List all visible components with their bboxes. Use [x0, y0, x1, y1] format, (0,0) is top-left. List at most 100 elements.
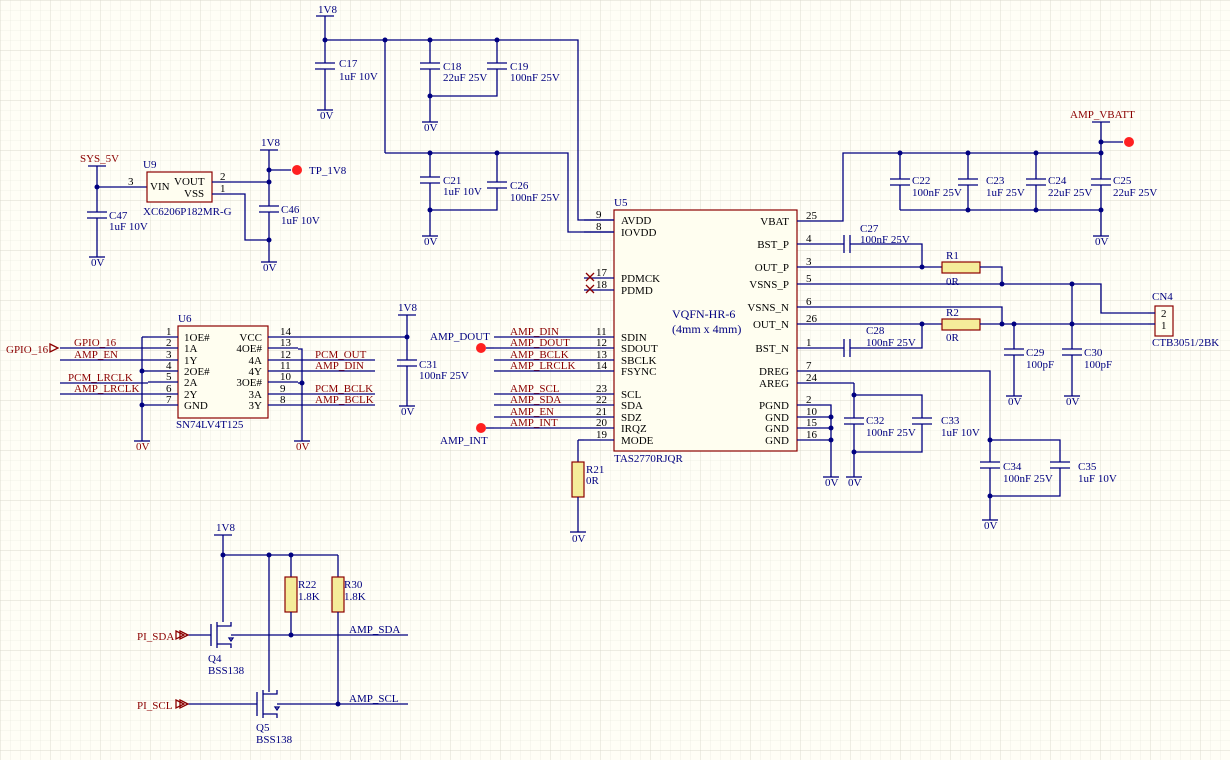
u6-net-pcm-lrclk: PCM_LRCLK [68, 372, 133, 384]
testpoint-icon [476, 423, 486, 433]
u5-pinnum: 21 [596, 406, 607, 418]
gnd-u6-label: 0V [136, 441, 150, 453]
u5-pin-label: GND [765, 435, 789, 447]
c23-ref: C23 [986, 175, 1005, 187]
u6-part: SN74LV4T125 [176, 419, 244, 431]
u6-body [177, 325, 269, 419]
u5-pinnum: 18 [596, 279, 608, 291]
u5-pinnum: 24 [806, 372, 818, 384]
cn4-pin2: 2 [1161, 308, 1167, 320]
q5-part: BSS138 [256, 734, 293, 746]
c25-value: 22uF 25V [1113, 187, 1157, 199]
u5-pinnum: 8 [596, 221, 602, 233]
vbatt-output-group: AMP_VBATT 0V C22 100nF 25V C23 1uF 25V C… [823, 109, 1219, 532]
u5-pinnum: 1 [806, 337, 812, 349]
c29-ref: C29 [1026, 347, 1045, 359]
u5-package-line1: VQFN-HR-6 [672, 307, 735, 321]
cn4-pin1: 1 [1161, 320, 1167, 332]
u6-pin-label: 4A [249, 355, 263, 367]
u5-net-amp-en: AMP_EN [510, 406, 554, 418]
u5-right-pins: 25VBAT4BST_P3OUT_P5VSNS_P6VSNS_N26OUT_N1… [747, 210, 827, 447]
c32-ref: C32 [866, 415, 884, 427]
rail-1v8-u9-label: 1V8 [261, 137, 280, 149]
r21-value: 0R [586, 475, 600, 487]
u5-pinnum: 14 [596, 360, 608, 372]
u5-pin-label: BST_P [757, 239, 789, 251]
u5-package-line2: (4mm x 4mm) [672, 322, 741, 336]
c30-ref: C30 [1084, 347, 1103, 359]
port-pi-sda: PI_SDA [137, 631, 174, 643]
u5-pinnum: 2 [806, 394, 812, 406]
u5-pinnum: 9 [596, 209, 602, 221]
u6-net-gpio16: GPIO_16 [74, 337, 117, 349]
u9-pin-vin: VIN [150, 181, 170, 193]
u5-pin-label: VSNS_N [747, 302, 789, 314]
c35-ref: C35 [1078, 461, 1097, 473]
u6-net-amp-en: AMP_EN [74, 349, 118, 361]
u6-pinnum: 4 [166, 360, 172, 372]
c46-ref: C46 [281, 204, 300, 216]
gnd-c47-label: 0V [91, 257, 105, 269]
u5-pinnum: 10 [806, 406, 818, 418]
u5-pinnum: 20 [596, 417, 608, 429]
u5-pin-label: DREG [759, 366, 789, 378]
u5-pin-label: SCL [621, 389, 641, 401]
rail-1v8-top-label: 1V8 [318, 4, 337, 16]
u6-pinnum: 9 [280, 383, 286, 395]
u5-pinnum: 25 [806, 210, 818, 222]
u9-pin-vss: VSS [184, 188, 204, 200]
u5-net-amp-bclk: AMP_BCLK [510, 349, 569, 361]
c22-ref: C22 [912, 175, 930, 187]
u6-pinnum: 5 [166, 371, 172, 383]
u6-pinnum: 13 [280, 337, 292, 349]
c19-ref: C19 [510, 61, 529, 73]
r30-value: 1.8K [344, 591, 366, 603]
cn4-ref: CN4 [1152, 291, 1173, 303]
c18-value: 22uF 25V [443, 72, 487, 84]
c34-ref: C34 [1003, 461, 1022, 473]
u5-pinnum: 26 [806, 313, 818, 325]
u6-pinnum: 1 [166, 326, 172, 338]
u9-pinnum-vss: 1 [220, 183, 226, 195]
u6-net-amp-bclk: AMP_BCLK [315, 394, 374, 406]
c17-value: 1uF 10V [339, 71, 378, 83]
gnd-c30-label: 0V [1066, 396, 1080, 408]
u9-regulator-group: SYS_5V C47 1uF 10V 0V U9 XC6206P182MR-G … [80, 137, 347, 274]
u6-pin-label: 1Y [184, 355, 198, 367]
u5-pin-label: SDZ [621, 412, 642, 424]
u5-pin-label: AREG [759, 378, 789, 390]
c19-value: 100nF 25V [510, 72, 560, 84]
c23-value: 1uF 25V [986, 187, 1025, 199]
r21-ref: R21 [586, 464, 604, 476]
testpoint-icon [1124, 137, 1134, 147]
u6-pinnum: 12 [280, 349, 291, 361]
q4-ref: Q4 [208, 653, 222, 665]
u5-pin-label: VSNS_P [749, 279, 789, 291]
u6-ref: U6 [178, 313, 192, 325]
u5-pinnum: 12 [596, 337, 607, 349]
c17-ref: C17 [339, 58, 358, 70]
u6-pinnum: 7 [166, 394, 172, 406]
u5-part: TAS2770RJQR [614, 453, 683, 465]
c28-ref: C28 [866, 325, 885, 337]
u6-pin-label: 2Y [184, 389, 198, 401]
u5-pinnum: 22 [596, 394, 607, 406]
u6-pinnum: 11 [280, 360, 291, 372]
rail-1v8-u6-label: 1V8 [398, 302, 417, 314]
u5-pinnum: 3 [806, 256, 812, 268]
u5-net-amp-lrclk: AMP_LRCLK [510, 360, 575, 372]
c21-ref: C21 [443, 175, 461, 187]
gnd-c31-label: 0V [401, 406, 415, 418]
u6-pinnum: 8 [280, 394, 286, 406]
u5-pin-label: GND [765, 412, 789, 424]
gnd-vbatt-label: 0V [1095, 236, 1109, 248]
u5-pin-label: SBCLK [621, 355, 657, 367]
r30-ref: R30 [344, 579, 363, 591]
u9-pinnum-vin: 3 [128, 176, 134, 188]
gnd-u6-right-label: 0V [296, 441, 310, 453]
c24-ref: C24 [1048, 175, 1067, 187]
cn4-body [1154, 305, 1174, 337]
u5-net-amp-sda: AMP_SDA [510, 394, 561, 406]
